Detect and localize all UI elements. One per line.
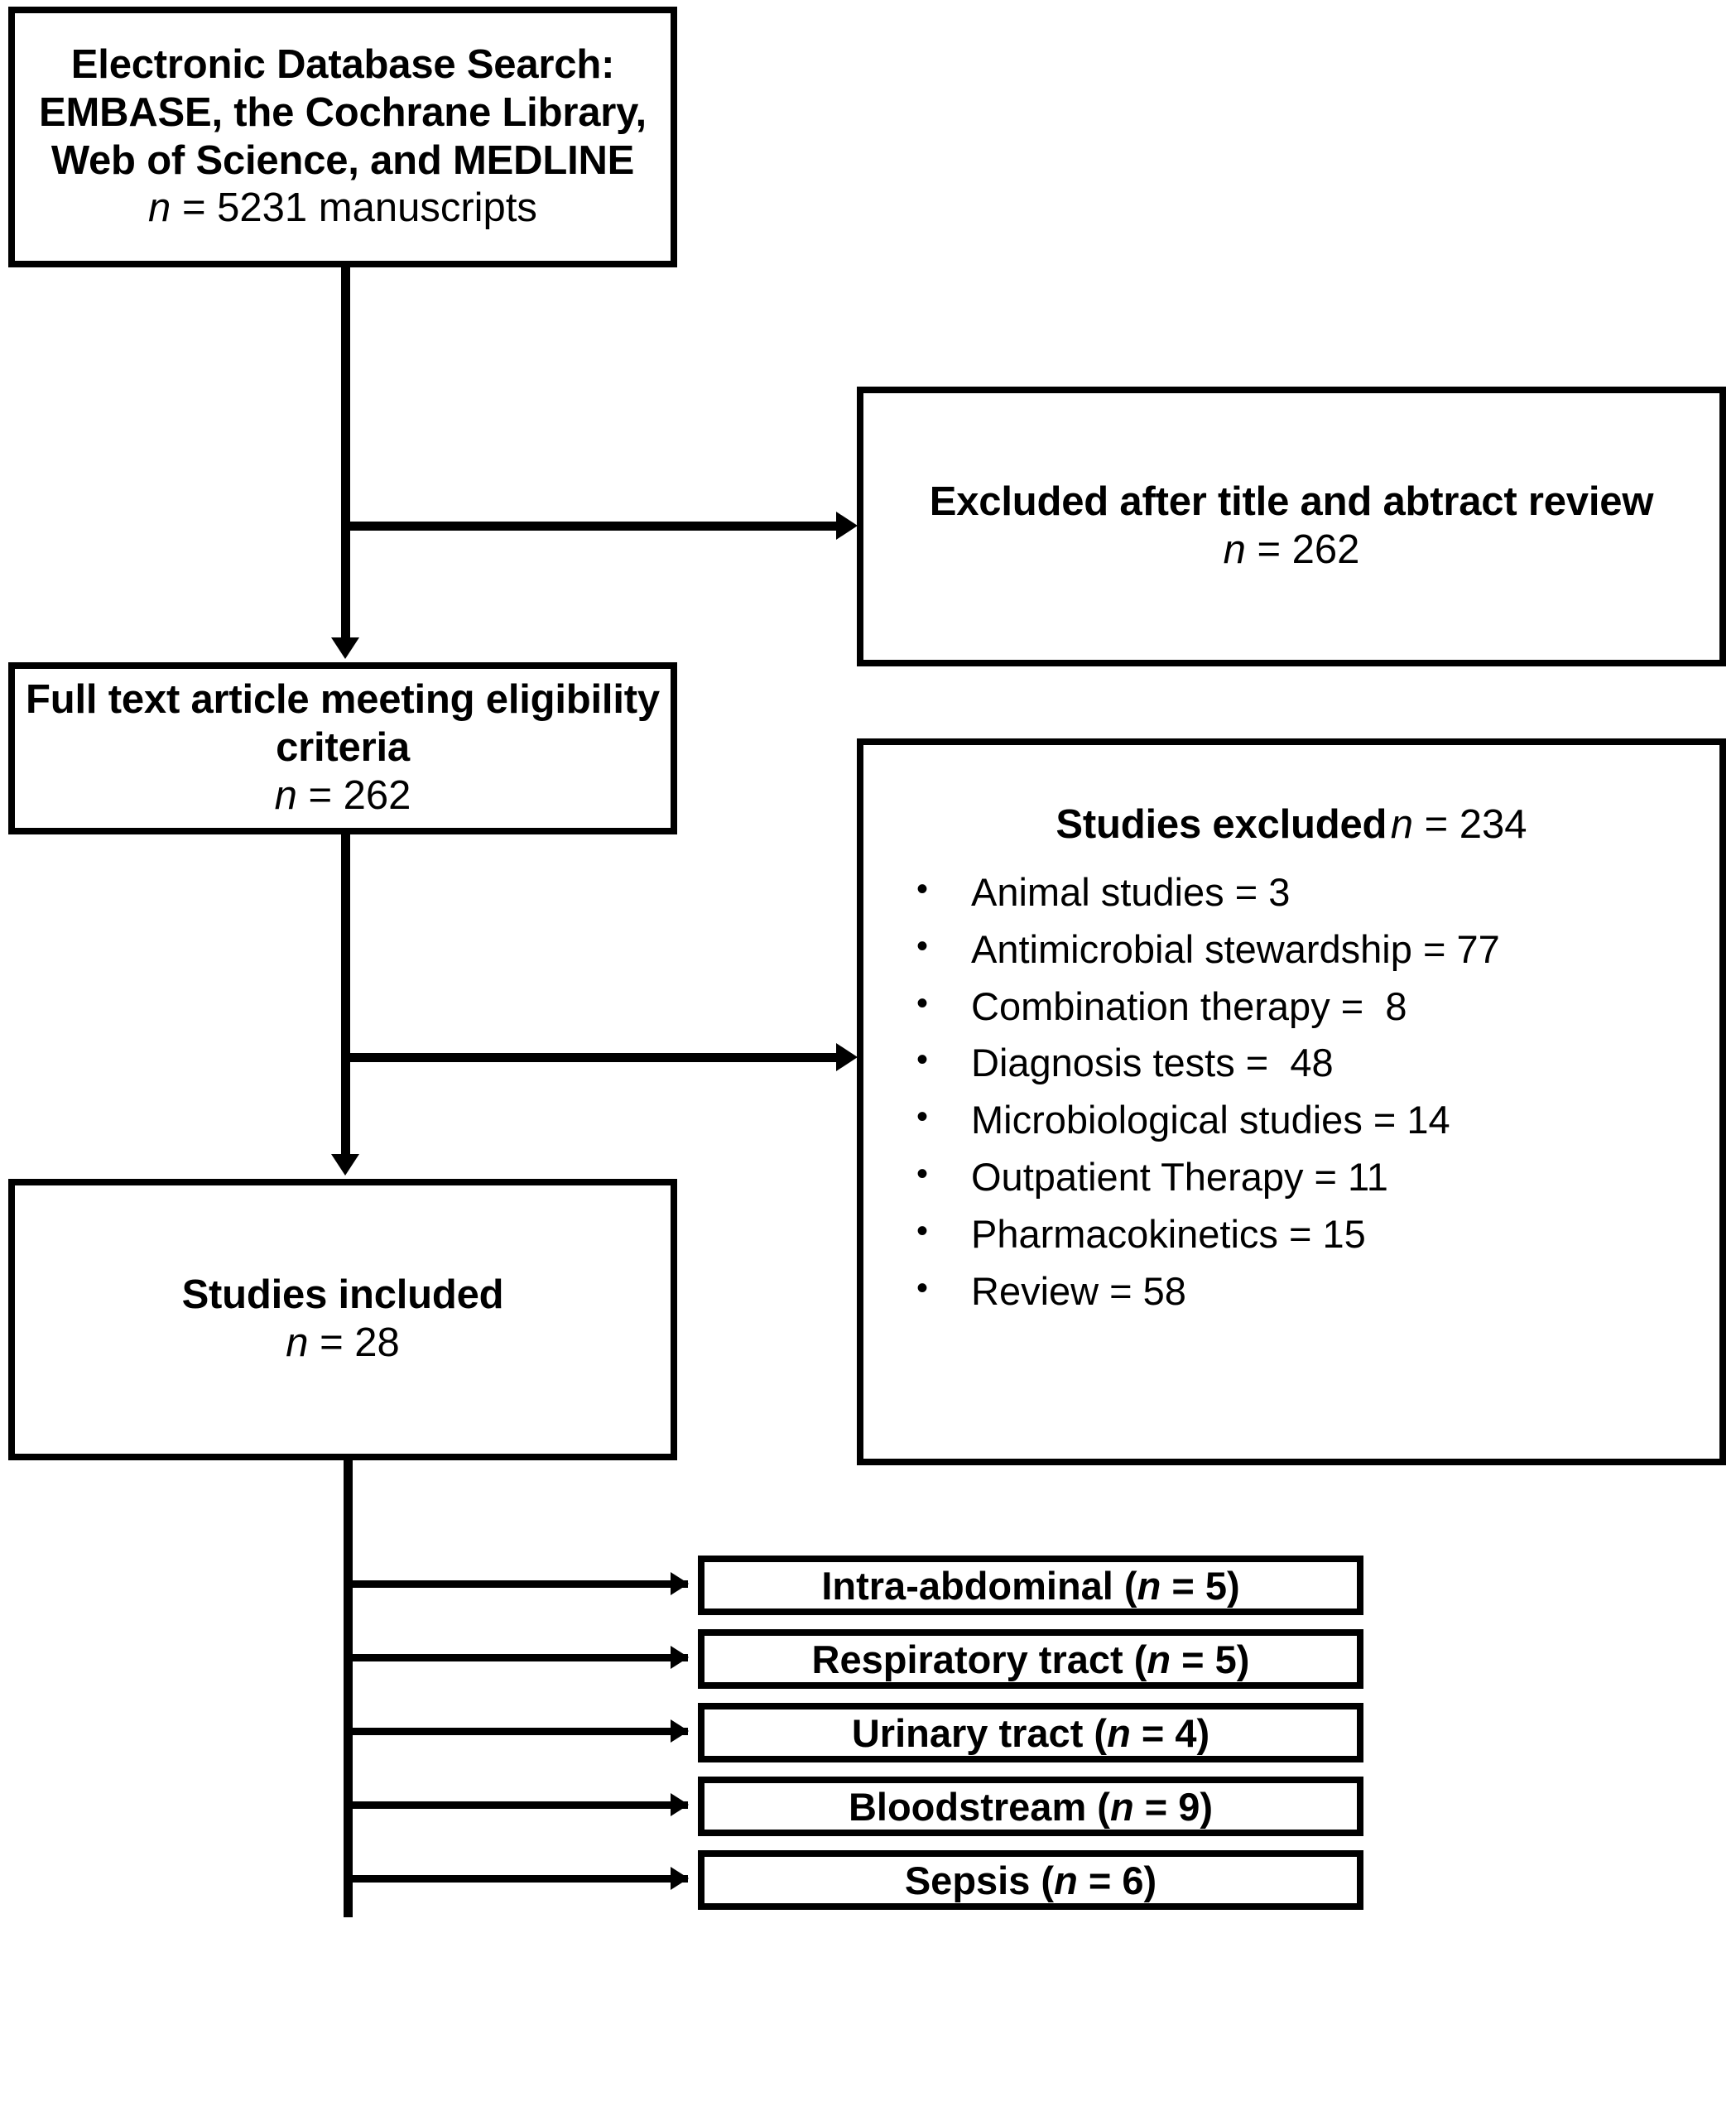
exclusion-reason-list: Animal studies = 3 Antimicrobial steward… xyxy=(863,863,1719,1320)
outcome-box-sepsis: Sepsis (n = 6) xyxy=(698,1850,1363,1910)
studies-excluded-header: Studies excluded n = 234 xyxy=(863,801,1719,849)
outcome-box-urinary-tract: Urinary tract (n = 4) xyxy=(698,1703,1363,1762)
connector-included-to-bloodstream xyxy=(344,1801,688,1809)
outcome-label: Bloodstream ( xyxy=(848,1784,1110,1829)
outcome-n-value: = 4) xyxy=(1130,1710,1210,1755)
connector-source-to-excluded-ta xyxy=(341,522,846,531)
connector-included-to-respiratory-tract xyxy=(344,1654,688,1661)
outcome-n-value: = 6) xyxy=(1077,1858,1157,1902)
outcome-label: Intra-abdominal ( xyxy=(821,1563,1137,1608)
arrowhead-right-to-intra-abdominal xyxy=(671,1572,689,1595)
excluded-ta-count: n = 262 xyxy=(1224,527,1360,575)
fulltext-n-value: = 262 xyxy=(308,772,411,818)
studies-excluded-heading: Studies excluded xyxy=(1056,802,1387,847)
node-excluded-after-title-abstract: Excluded after title and abtract review … xyxy=(857,387,1726,666)
included-n-value: = 28 xyxy=(320,1320,400,1365)
outcome-box-bloodstream: Bloodstream (n = 9) xyxy=(698,1777,1363,1836)
studies-excluded-n-value: = 234 xyxy=(1424,802,1527,847)
node-studies-excluded: Studies excluded n = 234 Animal studies … xyxy=(857,738,1726,1465)
outcome-label: Sepsis ( xyxy=(904,1858,1055,1902)
fulltext-heading: Full text article meeting eligibility cr… xyxy=(26,677,660,771)
node-full-text-eligibility: Full text article meeting eligibility cr… xyxy=(8,662,677,834)
arrowhead-down-to-fulltext xyxy=(331,637,359,659)
outcome-box-intra-abdominal: Intra-abdominal (n = 5) xyxy=(698,1556,1363,1615)
outcome-n-value: = 5) xyxy=(1171,1637,1250,1681)
source-count: n = 5231 manuscripts xyxy=(148,185,537,233)
outcome-n-value: = 5) xyxy=(1161,1563,1240,1608)
fulltext-n-label: n xyxy=(274,772,297,818)
included-n-label: n xyxy=(286,1320,309,1365)
connector-included-to-intra-abdominal xyxy=(344,1580,688,1588)
source-n-value: = 5231 manuscripts xyxy=(181,185,537,231)
list-item: Animal studies = 3 xyxy=(910,863,1719,921)
fulltext-count: n = 262 xyxy=(275,772,411,820)
source-heading: Electronic Database Search: EMBASE, the … xyxy=(39,41,647,183)
list-item: Diagnosis tests = 48 xyxy=(910,1033,1719,1092)
connector-included-to-urinary-tract xyxy=(344,1728,688,1735)
outcome-n-value: = 9) xyxy=(1133,1784,1214,1829)
list-item: Microbiological studies = 14 xyxy=(910,1090,1719,1149)
outcome-n-label: n xyxy=(1147,1637,1171,1681)
included-heading: Studies included xyxy=(181,1272,504,1318)
outcome-label: Urinary tract ( xyxy=(851,1710,1108,1755)
list-item: Outpatient Therapy = 11 xyxy=(910,1147,1719,1206)
connector-source-to-fulltext xyxy=(341,267,350,642)
connector-fulltext-to-included xyxy=(341,834,350,1159)
connector-fulltext-to-studies-excluded xyxy=(341,1053,846,1062)
connector-included-to-sepsis xyxy=(344,1875,688,1883)
studies-excluded-n-label: n xyxy=(1390,802,1413,847)
outcome-n-label: n xyxy=(1107,1710,1131,1755)
source-n-label: n xyxy=(148,185,171,231)
arrowhead-right-to-urinary-tract xyxy=(671,1719,689,1743)
outcome-n-label: n xyxy=(1137,1563,1161,1608)
outcome-n-label: n xyxy=(1054,1858,1078,1902)
connector-included-trunk xyxy=(344,1460,353,1917)
outcome-n-label: n xyxy=(1109,1784,1134,1829)
arrowhead-right-to-excluded-ta xyxy=(836,512,858,540)
included-count: n = 28 xyxy=(286,1320,400,1368)
arrowhead-right-to-sepsis xyxy=(671,1867,689,1890)
node-electronic-database-search: Electronic Database Search: EMBASE, the … xyxy=(8,7,677,267)
excluded-ta-heading: Excluded after title and abtract review xyxy=(929,479,1654,525)
list-item: Review = 58 xyxy=(910,1262,1719,1320)
list-item: Combination therapy = 8 xyxy=(910,977,1719,1036)
arrowhead-right-to-bloodstream xyxy=(671,1793,689,1816)
studies-excluded-count: n = 234 xyxy=(1391,802,1527,847)
excluded-ta-n-value: = 262 xyxy=(1257,527,1360,572)
excluded-ta-n-label: n xyxy=(1223,527,1246,572)
arrowhead-right-to-studies-excluded xyxy=(836,1043,858,1071)
outcome-label: Respiratory tract ( xyxy=(811,1637,1147,1681)
outcome-box-respiratory-tract: Respiratory tract (n = 5) xyxy=(698,1629,1363,1689)
list-item: Antimicrobial stewardship = 77 xyxy=(910,920,1719,979)
node-studies-included: Studies included n = 28 xyxy=(8,1179,677,1460)
arrowhead-down-to-included xyxy=(331,1154,359,1176)
list-item: Pharmacokinetics = 15 xyxy=(910,1205,1719,1263)
arrowhead-right-to-respiratory-tract xyxy=(671,1646,689,1669)
